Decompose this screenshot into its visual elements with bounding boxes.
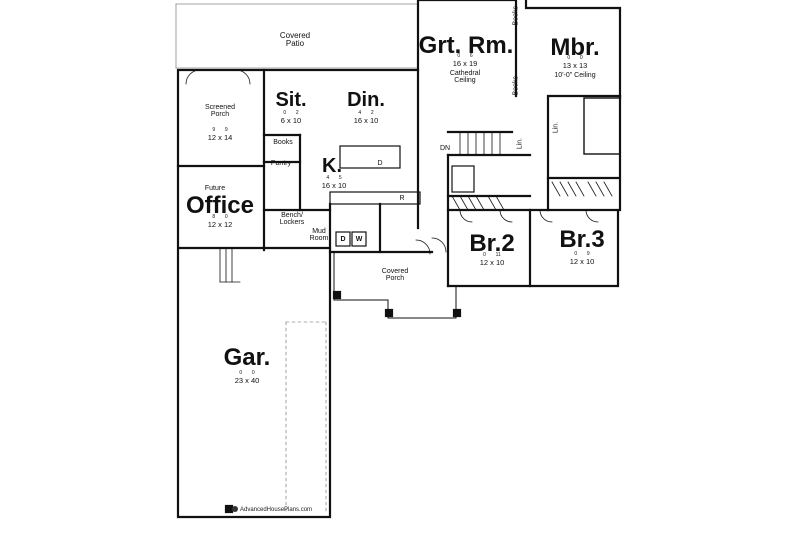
dining-dim: 16 x 10 — [353, 116, 379, 125]
office-dim-sup: 8 0 — [212, 214, 228, 220]
credit-dot-icon — [232, 506, 238, 512]
screened-porch-name: Screened Porch — [205, 104, 235, 118]
books-label-3: Books — [512, 76, 520, 96]
bedroom3-name: Br.3 — [559, 226, 605, 253]
dishwasher-label: D — [377, 160, 383, 167]
dining-dim-sup: 4 2 — [358, 110, 374, 116]
kitchen-name: K. — [322, 155, 342, 177]
mud-room-label: Mud Room — [309, 228, 329, 242]
garage-dim-sup: 0 0 — [239, 370, 255, 376]
screened-porch-dim: 12 x 14 — [207, 133, 233, 142]
linen-label-2: Lin. — [552, 121, 560, 134]
kitchen-dim: 16 x 10 — [321, 181, 347, 190]
sitting-name: Sit. — [275, 89, 307, 111]
stairs-down-label: DN — [439, 145, 451, 152]
master-name: Mbr. — [550, 34, 600, 61]
garage-dim: 23 x 40 — [234, 376, 260, 385]
dining-name: Din. — [347, 89, 385, 111]
bedroom2-dim-sup: 0 11 — [483, 252, 501, 258]
covered-patio-label: Covered Patio — [279, 31, 311, 48]
fridge-label: R — [399, 195, 405, 202]
sitting-dim: 6 x 10 — [280, 116, 302, 125]
exterior-walls — [176, 0, 622, 519]
future-label: Future — [204, 185, 226, 192]
screened-porch-dim-sup: 9 9 — [212, 127, 228, 133]
covered-porch-label: Covered Porch — [381, 268, 409, 282]
kitchen-dim-sup: 4 5 — [326, 175, 342, 181]
great-room-dim-sup: 0 6 — [457, 53, 473, 59]
credit-text-value: AdvancedHousePlans.com — [240, 507, 313, 513]
master-dim: 13 x 13 — [562, 61, 588, 70]
great-room-dim: 16 x 19 — [452, 59, 478, 68]
pantry-label: Pantry — [270, 160, 292, 167]
master-note: 10'-0" Ceiling — [554, 72, 596, 79]
credit-text: AdvancedHousePlans.com — [232, 506, 312, 513]
bench-lockers-label: Bench/ Lockers — [279, 212, 305, 226]
washer-label: W — [355, 236, 363, 243]
bedroom2-dim: 12 x 10 — [479, 258, 505, 267]
master-dim-sup: 0 0 — [567, 55, 583, 61]
bedroom3-dim-sup: 0 9 — [574, 251, 590, 257]
dryer-label: D — [340, 236, 346, 243]
garage-name: Gar. — [223, 344, 271, 371]
sitting-dim-sup: 0 2 — [283, 110, 299, 116]
linen-label-1: Lin. — [516, 137, 524, 150]
books-label-2: Books — [512, 6, 520, 26]
books-label-1: Books — [273, 139, 293, 146]
covered-patio-outline — [175, 3, 419, 69]
bedroom3-dim: 12 x 10 — [569, 257, 595, 266]
office-name: Office — [185, 192, 254, 219]
great-room-name: Grt. Rm. — [418, 32, 514, 59]
office-dim: 12 x 12 — [207, 220, 233, 229]
bedroom2-name: Br.2 — [469, 230, 515, 257]
great-room-note: Cathedral Ceiling — [449, 70, 481, 84]
